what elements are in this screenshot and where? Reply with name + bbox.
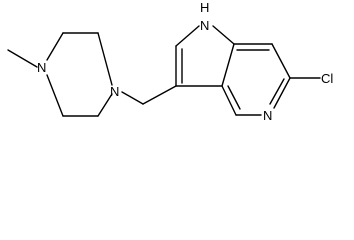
bond-methyl-n — [7, 49, 38, 68]
bond-c2-n1 — [175, 25, 200, 47]
bonds — [7, 25, 321, 117]
molecule-structure-diagram: H N Cl N N N — [7, 0, 333, 123]
bond-pip-c-n1 — [46, 74, 64, 117]
atom-label-chlorine: Cl — [321, 71, 333, 86]
atom-label-n-pyrrole: N — [200, 18, 209, 33]
bond-ch2-c3 — [142, 85, 177, 105]
bond-n-ch2 — [121, 91, 144, 105]
bond-c4-c3a-double — [227, 85, 241, 110]
bond-c4-c3a — [221, 85, 237, 116]
bond-n1-c7a — [212, 25, 235, 45]
atom-label-n-h: H — [200, 0, 209, 15]
bond-c7a-c3a — [221, 43, 235, 87]
bond-c6-n5-double — [269, 78, 285, 105]
molecule-svg: H N Cl N N N — [7, 0, 333, 123]
atom-labels: H N Cl N N N — [37, 0, 333, 123]
bond-c7-c6 — [271, 43, 291, 79]
bond-pip-c-n2 — [97, 32, 113, 86]
bond-c6-n5 — [273, 77, 291, 109]
atom-label-n-piperazine-methyl: N — [37, 60, 46, 75]
bond-pip-n2-c — [97, 93, 113, 117]
atom-label-n-piperazine-ch2: N — [110, 84, 119, 99]
bond-pip-n1-c — [46, 32, 64, 61]
atom-label-n-pyridine: N — [263, 108, 272, 123]
